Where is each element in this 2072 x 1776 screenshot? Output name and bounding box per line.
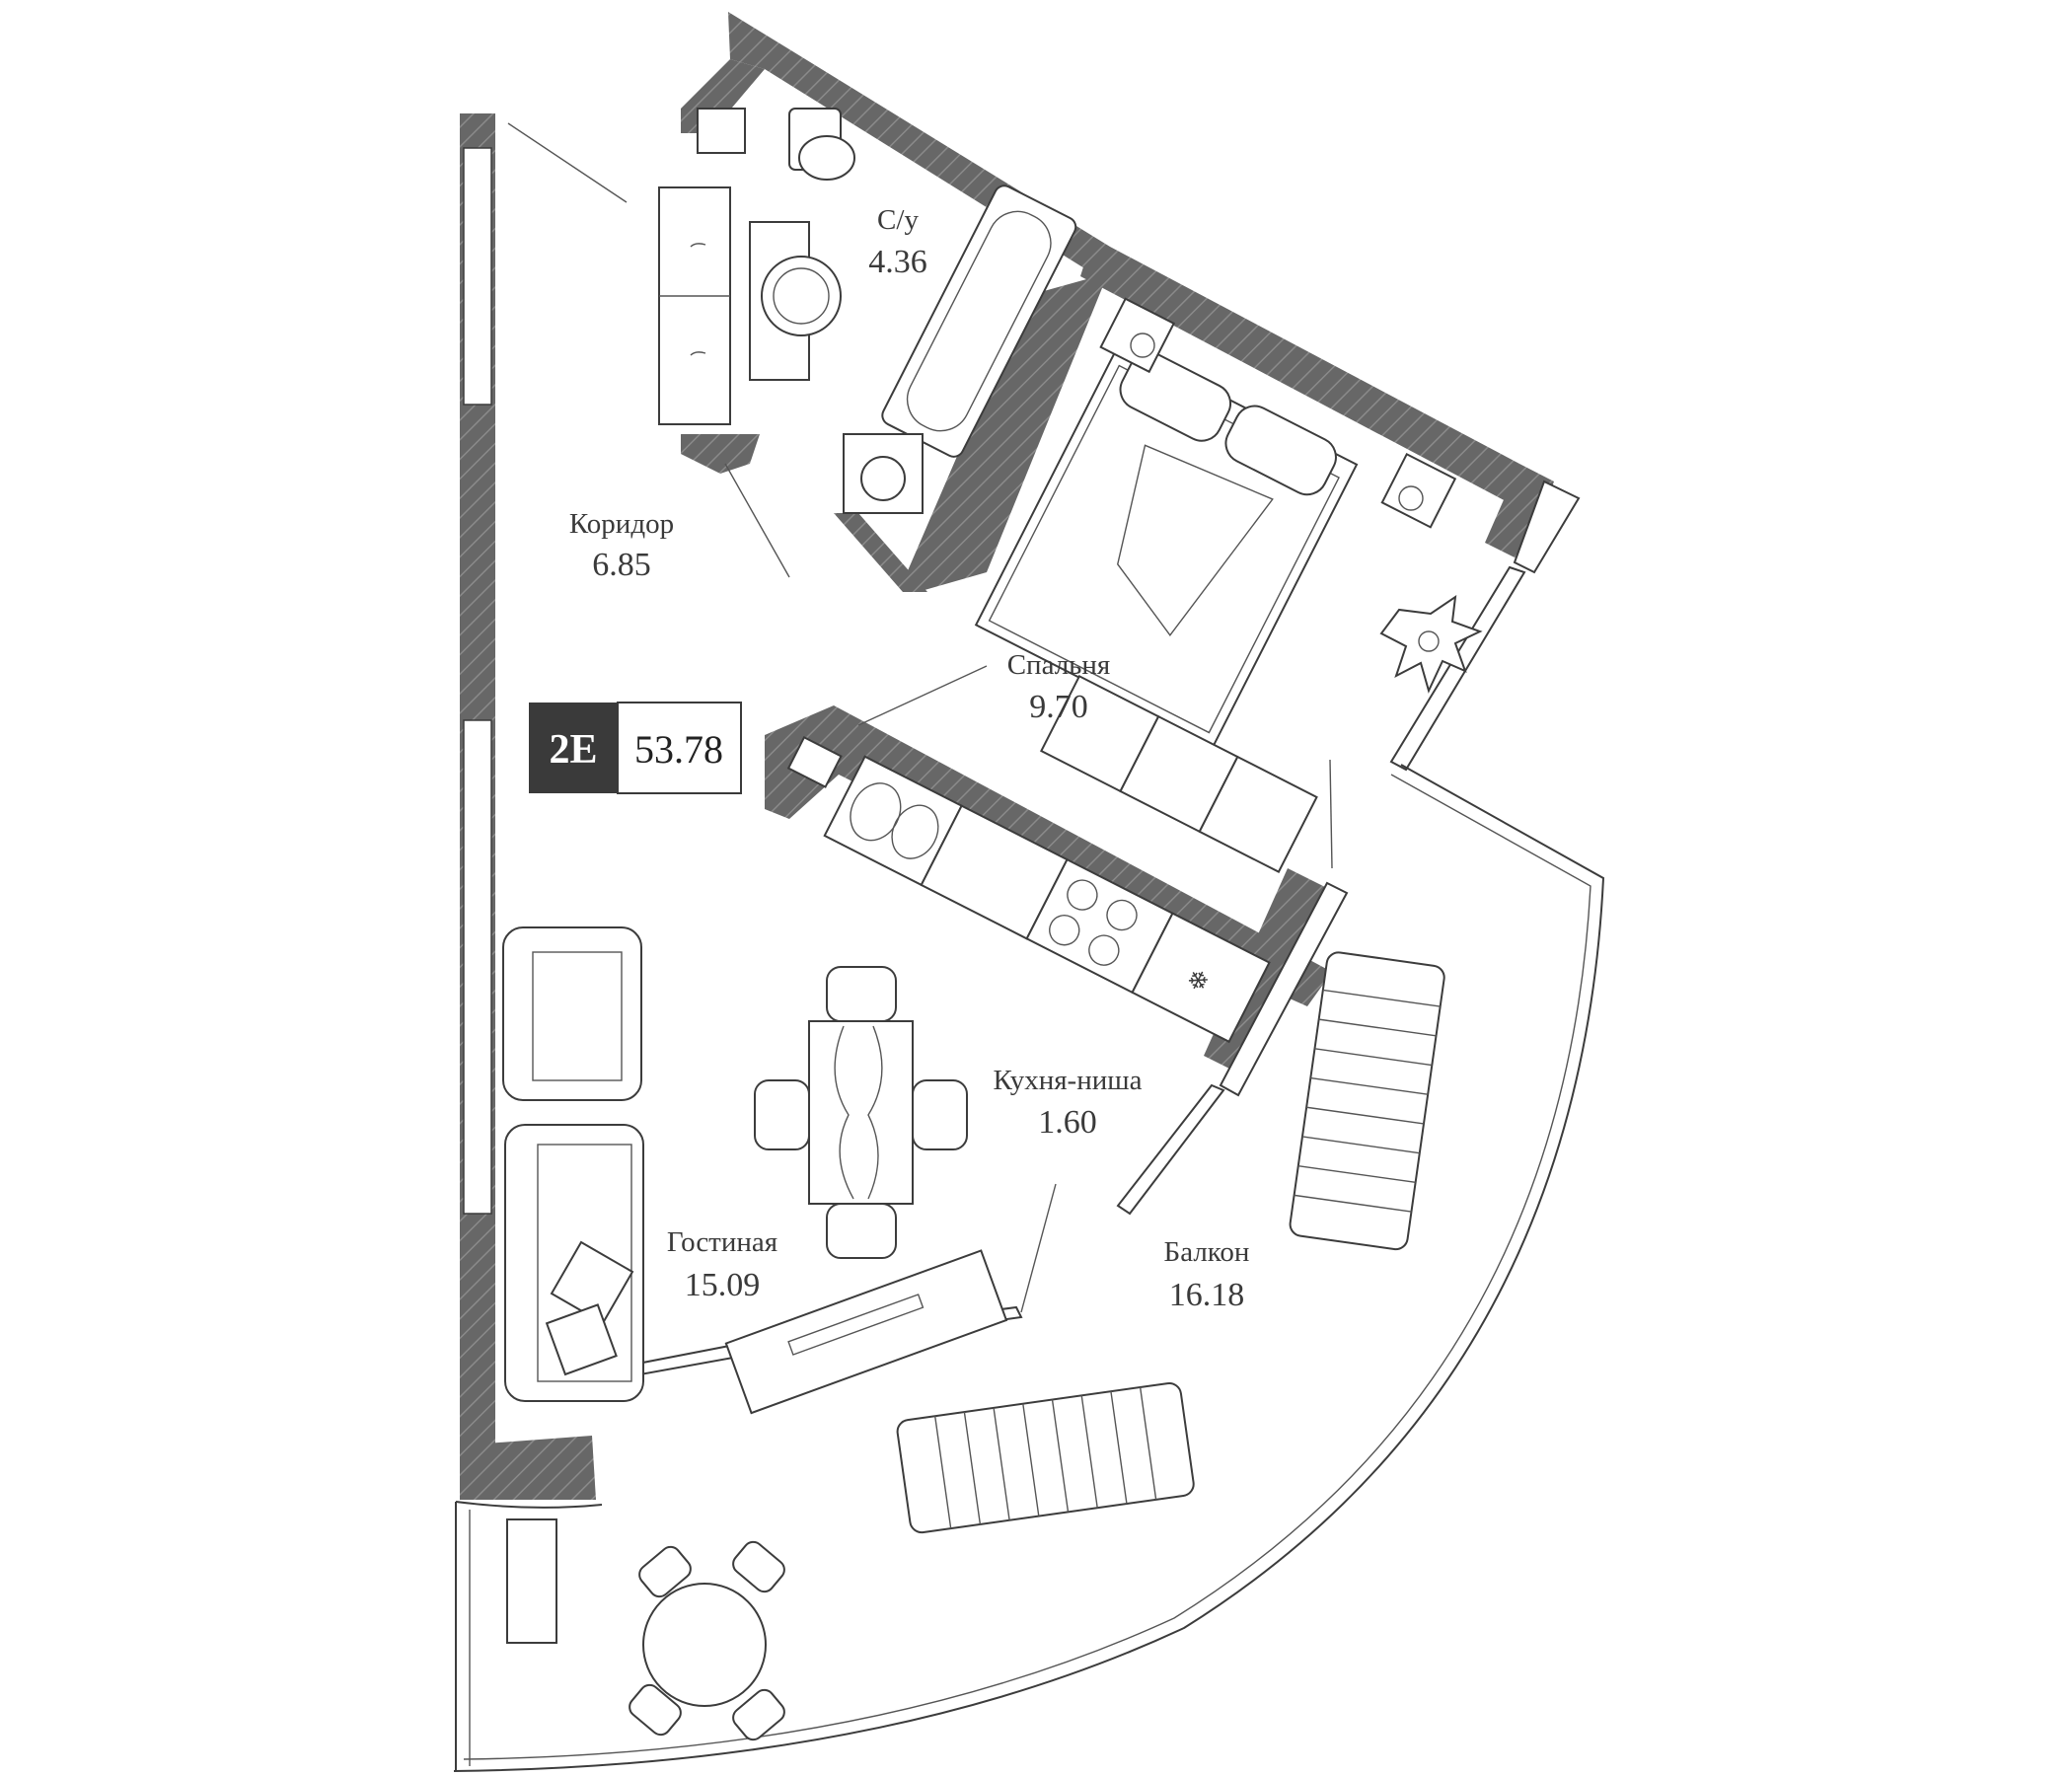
bathroom-bedroom-partition [903, 257, 1115, 592]
left-window-bottom [463, 719, 492, 1215]
living-balcony-door [1116, 1083, 1225, 1216]
double-bed [974, 341, 1359, 748]
kitchen-units: ❄ [786, 674, 1318, 1044]
balcony-furniture [629, 951, 1445, 1741]
wardrobe [658, 186, 731, 425]
unit-area-box [617, 702, 742, 794]
chair-left [754, 1079, 810, 1150]
sofa-cushion [550, 1240, 634, 1325]
washer [697, 108, 746, 154]
bedroom-window [1513, 480, 1581, 574]
balcony-threshold [455, 1501, 603, 1509]
kitchen-name: Кухня-ниша [994, 1065, 1143, 1096]
bedroom-furniture [974, 297, 1483, 748]
unit-code-box [529, 703, 618, 793]
bedroom-plant [1379, 594, 1483, 694]
living-name: Гостиная [667, 1226, 777, 1258]
sunlounger-right [1289, 951, 1445, 1251]
balcony-cabinet [506, 1518, 557, 1644]
tv-console [724, 1249, 1008, 1415]
corridor-name: Коридор [569, 508, 674, 540]
bathroom-lower-partition [834, 513, 927, 592]
toilet-bowl [798, 135, 855, 181]
kitchen-corner-box [786, 735, 843, 788]
entry-door [507, 122, 628, 203]
chair-bottom [826, 1203, 897, 1259]
door-swings [507, 122, 1333, 1313]
bedroom-top-wall [1080, 245, 1519, 503]
bathroom-door [724, 463, 790, 578]
bedroom-name: Спальня [1007, 649, 1111, 681]
unit-badge: 2E 53.78 [529, 702, 742, 794]
sunlounger-bottom [896, 1381, 1195, 1534]
bathroom-area: 4.36 [868, 244, 927, 280]
balcony-area: 16.18 [1169, 1277, 1245, 1313]
bottom-left-corner-wall [460, 1436, 596, 1500]
chair-right [912, 1079, 968, 1150]
dining-table [808, 1020, 914, 1205]
living-area: 15.09 [685, 1267, 761, 1303]
bathroom-fixtures [697, 108, 1077, 514]
unit-total-area: 53.78 [634, 727, 723, 772]
corridor-nook-wall [681, 434, 760, 474]
unit-code: 2E [549, 727, 597, 773]
living-door [1020, 1183, 1057, 1313]
bathroom-name: С/у [877, 204, 919, 236]
balcony-name: Балкон [1164, 1236, 1250, 1268]
nightstand-right [1380, 452, 1457, 529]
room-labels: С/у 4.36 Коридор 6.85 Спальня 9.70 Кухня… [569, 204, 1250, 1313]
balcony-table [642, 1583, 767, 1707]
balcony-outline [453, 764, 1605, 1772]
balcony-table-set [629, 1540, 785, 1741]
bedroom-corner-pier [1485, 464, 1554, 562]
left-window-top [463, 147, 492, 406]
upper-cabinets [1040, 674, 1318, 873]
corridor-area: 6.85 [592, 547, 651, 583]
bedroom-area: 9.70 [1029, 689, 1088, 725]
fridge [1131, 912, 1271, 1044]
kitchen-balcony-glass [1219, 881, 1349, 1097]
living-furniture [502, 926, 1008, 1415]
kitchen-area: 1.60 [1038, 1104, 1097, 1141]
bedroom-door [1329, 759, 1333, 869]
armchair [502, 926, 642, 1101]
kitchen-door [857, 665, 988, 726]
chair-top [826, 966, 897, 1022]
